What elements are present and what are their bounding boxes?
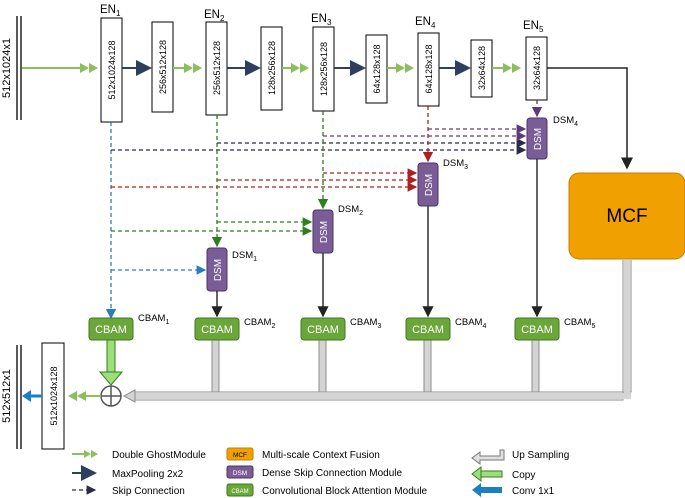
svg-text:DSM: DSM [233,470,247,477]
output-dimension-label: 512x512x1 [1,369,13,423]
legend-double-ghost: Double GhostModule [72,450,206,461]
conv1x1-arrow-out [22,390,42,402]
upsampling-fill [122,260,631,403]
svg-text:64x128x128: 64x128x128 [424,44,434,93]
svg-text:DSM: DSM [319,221,330,243]
encoder-box-5: 128x256x128 [312,26,335,112]
encoder-box-4: 128x256x128 [260,26,283,111]
svg-text:CBAM: CBAM [95,324,127,336]
encoder-box-2: 256x512x128 [151,21,174,113]
dsm2-label: DSM2 [338,204,363,217]
svg-text:DSM: DSM [533,128,544,150]
encoder-box-3: 256x512x128 [205,21,228,116]
legend-cbam: CBAM Convolutional Block Attention Modul… [226,483,428,497]
svg-text:256x512x128: 256x512x128 [158,40,168,94]
svg-text:256x512x128: 256x512x128 [212,41,222,95]
svg-text:Copy: Copy [512,470,535,481]
dsm1-label: DSM1 [232,250,257,263]
svg-text:CBAM: CBAM [231,489,248,495]
double-ghost-arrow-out [68,391,101,401]
legend-upsampling: Up Sampling [471,449,569,465]
dsm-block-1: DSM [206,247,228,292]
double-ghost-arrow-4 [387,63,414,73]
svg-text:CBAM: CBAM [412,324,444,336]
legend-mcf: MCF Multi-scale Context Fusion [226,447,380,461]
encoder-box-7: 64x128x128 [417,32,440,107]
double-ghost-arrow-5 [492,63,521,73]
svg-text:128x256x128: 128x256x128 [319,42,329,96]
mcf-block: MCF [568,172,685,260]
encoder-box-6: 64x128x128 [365,34,388,104]
legend-conv1x1: Conv 1x1 [472,483,555,497]
dsm-block-2: DSM [312,209,334,254]
sum-node [100,385,122,407]
cbam-block-5: CBAM [514,317,560,341]
en3-label: EN3 [311,13,332,27]
svg-text:Up Sampling: Up Sampling [512,450,569,461]
svg-text:32x64x128: 32x64x128 [477,46,487,90]
svg-text:Dense Skip Connection Module: Dense Skip Connection Module [262,468,403,479]
en5-label: EN5 [523,20,544,34]
svg-text:128x256x128: 128x256x128 [267,41,277,95]
legend-skip: Skip Connection [72,485,185,497]
legend-copy: Copy [471,465,535,483]
encoder-box-1: 512x1024x128 [100,17,123,123]
svg-text:DSM: DSM [213,259,224,281]
svg-text:DSM: DSM [424,174,435,196]
en4-label: EN4 [415,16,436,30]
svg-text:CBAM: CBAM [201,324,233,336]
en5-to-mcf-arrow [547,67,633,170]
upsampling-paths [133,260,632,401]
double-ghost-arrow-2 [173,63,202,73]
cbam-block-3: CBAM [300,317,346,341]
svg-text:CBAM: CBAM [521,324,553,336]
dsm4-label: DSM4 [553,115,578,128]
cbam-block-4: CBAM [405,317,451,341]
svg-text:CBAM: CBAM [307,324,339,336]
cbam1-label: CBAM1 [138,313,169,326]
legend-dsm: DSM Dense Skip Connection Module [226,465,403,479]
svg-text:64x128x128: 64x128x128 [372,44,382,93]
svg-text:Skip Connection: Skip Connection [112,486,185,497]
svg-text:MCF: MCF [606,206,647,227]
cbam2-label: CBAM2 [244,317,275,330]
svg-text:512x1024x128: 512x1024x128 [107,40,117,99]
double-ghost-arrow-in [80,63,98,73]
legend-maxpool: MaxPooling 2x2 [72,465,184,481]
svg-text:Convolutional Block Attention: Convolutional Block Attention Module [262,486,428,497]
cbam3-label: CBAM3 [350,317,381,330]
cbam-block-2: CBAM [194,317,240,341]
cbam4-label: CBAM4 [455,317,486,330]
en1-label: EN1 [100,4,121,18]
double-ghost-arrow-3 [282,63,309,73]
svg-text:MaxPooling 2x2: MaxPooling 2x2 [112,469,184,480]
copy-arrow [98,339,124,386]
svg-text:512x1024x128: 512x1024x128 [49,366,59,425]
svg-text:MCF: MCF [233,452,247,459]
svg-text:Multi-scale Context Fusion: Multi-scale Context Fusion [262,450,380,461]
input-dimension-label: 512x1024x1 [1,38,13,98]
dsm-block-4: DSM [526,117,548,160]
svg-text:Conv 1x1: Conv 1x1 [512,486,555,497]
dsm3-label: DSM3 [443,158,468,171]
legend: Double GhostModule MaxPooling 2x2 Skip C… [72,447,569,497]
cbam-block-1: CBAM [88,317,134,341]
encoder-box-9: 32x64x128 [525,36,548,101]
en2-label: EN2 [204,9,225,23]
svg-text:Double GhostModule: Double GhostModule [112,450,206,461]
encoder-box-8: 32x64x128 [470,39,493,98]
dsm-block-3: DSM [417,162,439,207]
svg-text:32x64x128: 32x64x128 [532,46,542,90]
cbam5-label: CBAM5 [564,317,595,330]
output-feature-box: 512x1024x128 [41,342,65,450]
